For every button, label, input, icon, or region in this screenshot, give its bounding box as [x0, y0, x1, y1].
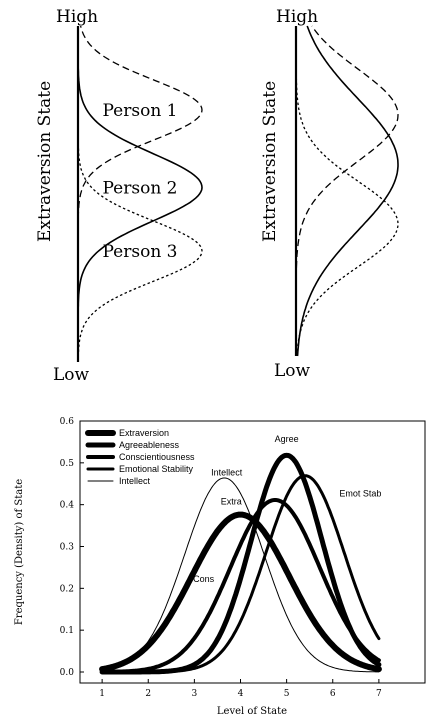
bottom-frame — [79, 420, 426, 684]
panel-bottom: Frequency (Density) of State Level of St… — [14, 417, 426, 717]
curve-intellect — [101, 477, 380, 673]
curve-dist-3 — [295, 26, 399, 357]
y-tick-label: 0.4 — [60, 501, 75, 511]
x-tick-label: 7 — [376, 689, 382, 699]
x-tick-label: 1 — [99, 689, 105, 699]
annotation-label: Extra — [221, 497, 242, 507]
y-tick-label: 0.3 — [60, 543, 75, 553]
tl-ylabel: Extraversion State — [35, 81, 55, 242]
bottom-ticks: 1 2 3 4 5 6 7 0.0 0.1 0.2 0.3 0.4 0.5 0.6 — [60, 417, 382, 699]
y-tick-label: 0.1 — [60, 626, 74, 636]
curve-person-2 — [77, 26, 203, 362]
y-tick-label: 0.5 — [60, 459, 75, 469]
tr-ylabel: Extraversion State — [260, 81, 280, 242]
curve-dist-1 — [295, 25, 399, 356]
tl-high-label: High — [56, 7, 98, 27]
y-tick-label: 0.0 — [60, 668, 75, 678]
y-tick-label: 0.6 — [60, 417, 75, 427]
bottom-curves — [99, 452, 382, 675]
curve-person-3 — [77, 26, 203, 363]
legend-label: Extraversion — [119, 428, 169, 438]
legend-label: Agreeableness — [119, 440, 180, 450]
curve-extraversion — [99, 511, 382, 673]
bottom-xlabel: Level of State — [217, 706, 287, 717]
legend-label: Intellect — [119, 476, 151, 486]
legend-label: Emotional Stability — [119, 464, 194, 474]
tl-labels: Person 1 Person 2 Person 3 — [103, 101, 178, 262]
curve-dist-2 — [296, 25, 399, 357]
panel-top-right: High Low Extraversion State — [260, 7, 399, 381]
curve-emotional-stability — [100, 474, 381, 674]
annotation-label: Intellect — [211, 467, 243, 477]
panel-top-left: High Low Extraversion State Person 1Pers… — [35, 7, 203, 385]
x-tick-label: 3 — [192, 689, 198, 699]
bottom-legend: ExtraversionAgreeablenessConscientiousne… — [85, 428, 195, 486]
y-tick-label: 0.2 — [60, 584, 74, 594]
annotation-label: Emot Stab — [339, 488, 381, 498]
tl-series-label: Person 1 — [103, 101, 178, 121]
tl-low-label: Low — [53, 365, 90, 385]
tr-curves — [295, 25, 399, 357]
x-tick-label: 5 — [284, 689, 290, 699]
annotation-label: Agree — [275, 434, 299, 444]
bottom-ylabel: Frequency (Density) of State — [14, 479, 25, 625]
x-tick-label: 4 — [238, 689, 244, 699]
annotation-label: Cons — [193, 574, 215, 584]
curve-conscientiousness — [100, 498, 381, 674]
x-tick-label: 6 — [330, 689, 336, 699]
tr-high-label: High — [276, 7, 318, 27]
curve-agreeableness — [99, 452, 382, 675]
tl-series-label: Person 2 — [103, 178, 178, 198]
tl-series-label: Person 3 — [103, 242, 178, 262]
x-tick-label: 2 — [145, 689, 151, 699]
tl-curves — [77, 25, 203, 363]
tr-low-label: Low — [274, 361, 311, 381]
legend-label: Conscientiousness — [119, 452, 195, 462]
